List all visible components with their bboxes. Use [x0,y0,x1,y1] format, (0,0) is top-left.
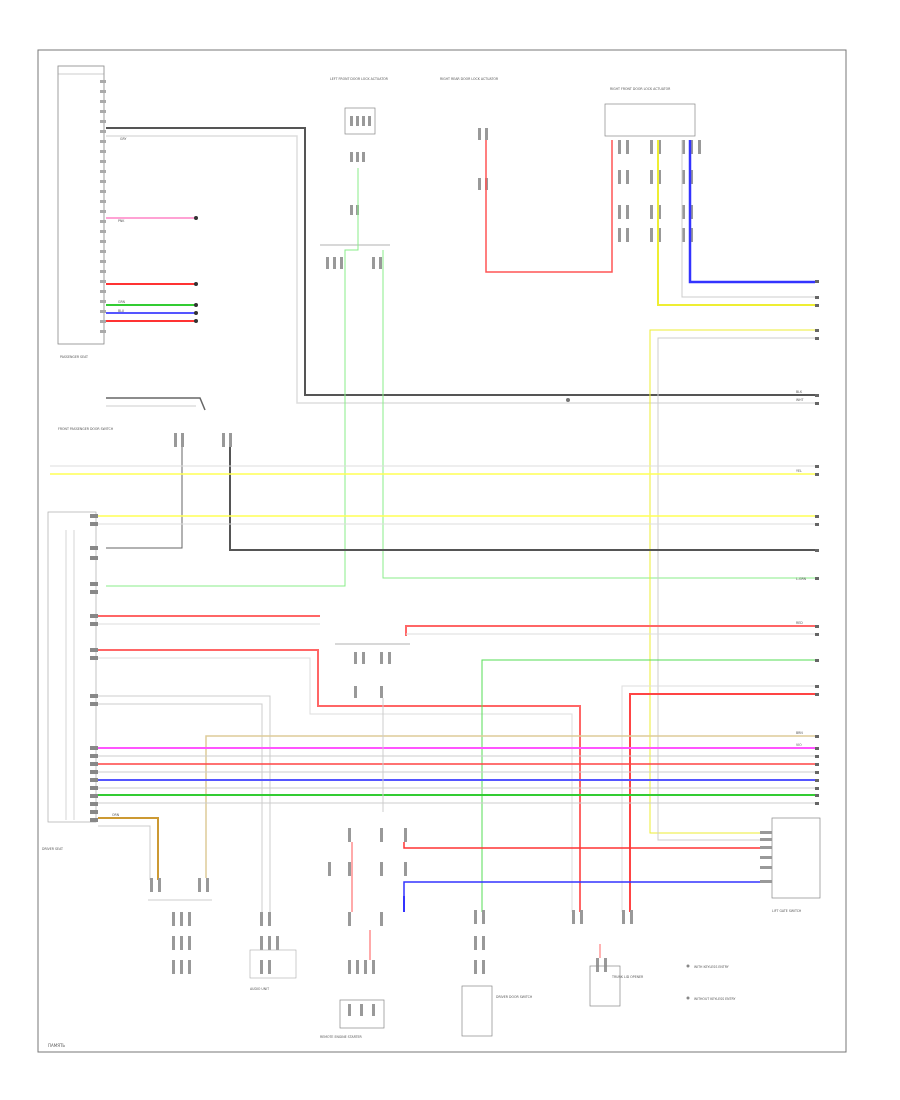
component-label: LIFT GATE SWITCH [772,909,802,913]
wire-label: L-GRN [796,577,807,581]
wire-gray-right2 [621,685,815,912]
frame-label: ПАМЯТЬ [48,1043,65,1048]
center-junction [335,643,410,698]
remote-starter-connector [328,828,407,1029]
wire-label: ORN [112,813,120,817]
wire-gray-rf2 [657,337,815,841]
wire-blue-rf [688,140,815,284]
wire-label: WHT [796,398,804,402]
wire-label: VIO [796,743,802,747]
wire-blue-starter [403,881,760,912]
door-switch-connector [461,910,493,1037]
wire-label: BLU [118,309,125,313]
wire-white-top [106,135,815,404]
component-label: LEFT FRONT DOOR LOCK ACTUATOR [330,77,389,81]
wire-orange-tan [205,735,815,878]
right-front-door-actuator [604,103,701,242]
left-control-module [57,65,106,345]
legend-note: WITH KEYLESS ENTRY [694,965,729,969]
wire-red-rr [485,140,613,273]
component-label: RIGHT REAR DOOR LOCK ACTUATOR [440,77,499,81]
wire-label: GRN [118,300,126,304]
wire-pink-long [98,649,581,912]
component-label: REMOTE ENGINE STARTER [320,1035,363,1039]
wire-lgreen-a [106,168,359,587]
wire-label: BRN [796,731,803,735]
left-front-door-actuator [344,107,376,215]
wire-gray-rf [681,140,815,298]
component-label: DRIVER DOOR SWITCH [496,995,533,999]
component-label: TRUNK LID OPENER [611,975,644,979]
wire-orange-brown [98,817,159,880]
wire-green-right [481,659,815,912]
passenger-seat-switch [106,397,232,447]
wire-yellow-rf [657,140,815,306]
wire-red-right [629,693,815,912]
wire-code-labels: GRY L-GRN PNK GRN BLU VIO YEL RED BLK WH… [112,137,807,817]
wire-red-starter [403,842,760,849]
wire-gray-j [98,825,151,880]
wire-label: RED [796,621,803,625]
lift-gate-switch-module [760,817,821,899]
component-label: DRIVER SEAT [42,847,63,851]
component-label: FRONT PASSENGER DOOR SWITCH [58,427,114,431]
wire-gray-e [98,703,263,912]
driver-seat-connector [148,878,212,974]
trunk-switch-connector [572,910,633,1007]
wire-black-top [106,127,815,396]
component-label: AUDIO UNIT [250,987,269,991]
component-labels: LEFT FRONT DOOR LOCK ACTUATOR RIGHT FRON… [42,77,802,1039]
wire-gray-seat [106,447,183,549]
wire-label: GRY [120,137,126,141]
legend [686,964,690,1000]
main-connector-block [47,511,98,823]
wire-red-pnk-b [405,625,815,636]
splice-point [566,398,570,402]
component-label: PASSENGER SEAT [60,355,88,359]
wire-label: PNK [118,219,125,223]
component-label: RIGHT FRONT DOOR LOCK ACTUATOR [610,87,671,91]
wire-label: BLK [796,390,803,394]
right-edge-terminals [815,280,819,805]
legend-note: WITHOUT KEYLESS ENTRY [694,997,735,1001]
wire-gray-d [98,695,271,912]
wire-yellow-rf2 [649,329,815,834]
wire-label: YEL [796,469,802,473]
wire-black-seat [229,447,815,551]
wire-lgreen-b [382,250,815,579]
audio-unit-connector [249,912,297,979]
diagram-frame [37,49,847,1053]
